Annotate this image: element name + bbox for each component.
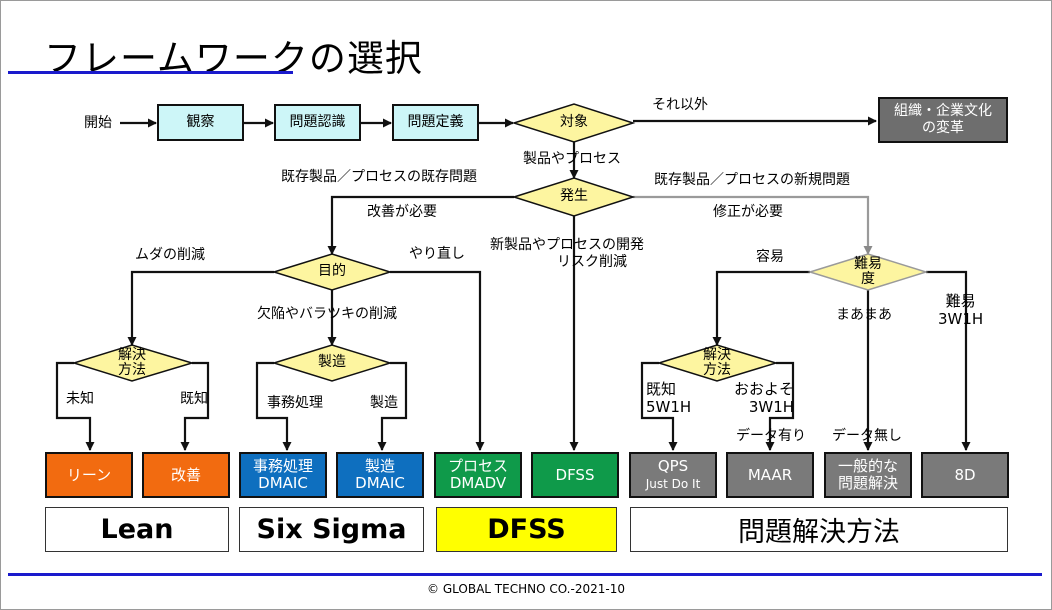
label-start: 開始 (84, 115, 112, 131)
decision-difficulty (807, 253, 929, 291)
label-unknown: 未知 (66, 391, 94, 407)
footer-line (8, 573, 1042, 576)
method-kaizen: 改善 (142, 452, 230, 498)
category-problem-solving: 問題解決方法 (630, 507, 1008, 552)
decision-target-label: 対象 (560, 114, 588, 130)
label-data-yes: データ有り (736, 428, 806, 444)
label-product-process: 製品やプロセス (523, 151, 621, 167)
category-six-sigma: Six Sigma (239, 507, 424, 552)
method-maar: MAAR (726, 452, 814, 498)
label-existing-problem: 既存製品／プロセスの既存問題 (281, 169, 477, 185)
decision-purpose (271, 253, 393, 291)
footer-copyright: © GLOBAL TECHNO CO.-2021-10 (427, 582, 625, 596)
label-easy: 容易 (756, 249, 784, 265)
label-data-no: データ無し (832, 428, 902, 444)
arrow-solution2-qps (640, 361, 678, 451)
label-mfg: 製造 (370, 395, 398, 411)
arrow-mfg-office (255, 361, 292, 451)
label-office: 事務処理 (267, 395, 323, 411)
label-redo: やり直し (409, 246, 465, 262)
arrow-difficulty-8d (926, 270, 971, 451)
arrow-solution2-maar (765, 361, 795, 451)
method-dfss: DFSS (531, 452, 619, 498)
decision-difficulty-label: 難易度 (854, 256, 882, 287)
label-new-problem: 既存製品／プロセスの新規問題 (654, 172, 850, 188)
decision-solution (71, 344, 195, 382)
arrow-occurrence-difficulty (633, 195, 873, 255)
arrow-solution-lean (55, 361, 95, 451)
category-lean: Lean (45, 507, 229, 552)
arrow-solution-kaizen (180, 361, 210, 451)
label-moderate: まあまあ (836, 307, 892, 323)
decision-manufacturing (271, 344, 393, 382)
outcome-org-culture: 組織・企業文化の変革 (878, 97, 1008, 143)
arrow-mfg-mfgdmaic (377, 361, 408, 451)
method-general: 一般的な問題解決 (824, 452, 912, 498)
label-defect: 欠陥やバラツキの削減 (257, 306, 397, 322)
step-observe: 観察 (157, 104, 244, 141)
decision-manufacturing-label: 製造 (318, 354, 346, 370)
method-8d: 8D (921, 452, 1009, 498)
decision-occurrence-label: 発生 (560, 188, 588, 204)
method-lean: リーン (45, 452, 133, 498)
arrow-occurrence-purpose (327, 195, 514, 255)
decision-solution2-label: 解決方法 (703, 347, 731, 378)
label-other: それ以外 (652, 97, 708, 113)
decision-solution-label: 解決方法 (118, 347, 146, 378)
label-need-improve: 改善が必要 (367, 204, 437, 220)
decision-target (511, 103, 636, 143)
label-waste: ムダの削減 (135, 247, 205, 263)
decision-solution2 (656, 344, 779, 382)
step-define: 問題定義 (392, 104, 479, 141)
arrow-difficulty-solution2 (712, 270, 810, 346)
arrow-purpose-solution (127, 270, 274, 346)
step-recognize: 問題認識 (274, 104, 361, 141)
label-known: 既知 (180, 391, 208, 407)
label-need-fix: 修正が必要 (713, 204, 783, 220)
decision-occurrence (511, 177, 636, 217)
title-underline (8, 71, 293, 74)
decision-purpose-label: 目的 (318, 263, 346, 279)
arrow-purpose-dmadv (390, 270, 485, 451)
category-dfss: DFSS (436, 507, 617, 552)
label-new-dev: 新製品やプロセスの開発リスク削減 (490, 237, 644, 270)
